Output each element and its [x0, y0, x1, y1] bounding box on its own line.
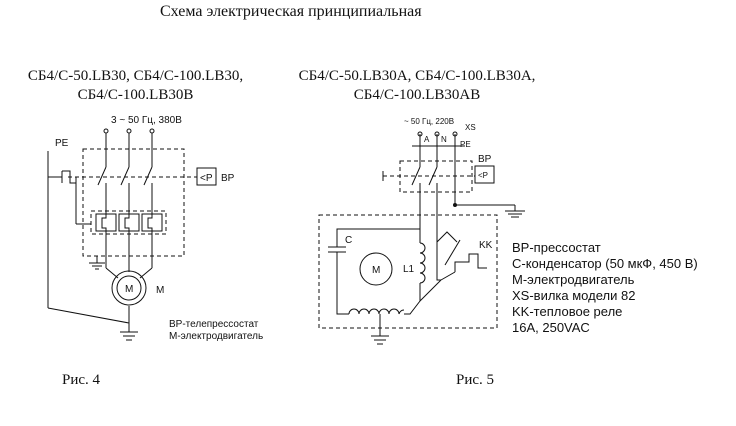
- right-winding-label: L1: [403, 264, 415, 275]
- right-phase-a-label: A: [424, 135, 430, 144]
- right-motor-enclosure: [318, 214, 498, 329]
- right-motor-icon: [359, 252, 393, 286]
- right-motor-symbol: M: [372, 265, 380, 276]
- left-pressure-switch-box: [196, 167, 217, 186]
- right-winding-bottom-icon: [348, 308, 405, 336]
- left-models-line1: СБ4/С-50.LB30, СБ4/С-100.LB30,: [27, 68, 244, 84]
- left-overload-relay: [90, 210, 167, 235]
- left-switch-contacts: [97, 133, 153, 212]
- left-models-line2: СБ4/С-100.LB30В: [77, 87, 194, 103]
- right-models-line2: СБ4/С-100.LB30AB: [353, 87, 481, 103]
- figure-5-caption: Рис. 5: [456, 372, 495, 388]
- left-pe-label: PE: [55, 138, 69, 149]
- right-legend-line3: M-электродвигатель: [512, 272, 635, 287]
- left-motor-symbol: M: [125, 284, 133, 295]
- left-main-ground-icon: [120, 331, 138, 341]
- right-legend-line5: KK-тепловое реле: [512, 304, 622, 319]
- page-title: Схема электрическая принципиальная: [160, 3, 422, 20]
- figure-4-caption: Рис. 4: [62, 372, 101, 388]
- left-legend-line2: M-электродвигатель: [169, 331, 263, 342]
- right-winding-l1-icon: [404, 229, 426, 315]
- right-xs-label: XS: [465, 123, 476, 132]
- left-circuit: [47, 128, 217, 341]
- left-supply-label: 3 ~ 50 Гц, 380В: [111, 115, 182, 126]
- left-switch-enclosure: [82, 148, 185, 257]
- right-relay-label: KK: [479, 240, 493, 251]
- right-pe-ground-icon: [505, 210, 525, 218]
- right-pressure-switch-box: [474, 165, 495, 184]
- right-motor-ground-icon: [371, 335, 389, 345]
- right-thermal-relay-icon: [419, 231, 487, 302]
- right-phase-n-label: N: [441, 135, 447, 144]
- right-pe-conductor: [453, 151, 516, 211]
- right-legend-line2: С-конденсатор (50 мкФ, 450 В): [512, 256, 698, 271]
- right-capacitor-label: C: [345, 235, 352, 246]
- right-circuit: [318, 131, 525, 345]
- right-models-line1: СБ4/С-50.LB30A, СБ4/С-100.LB30A,: [298, 68, 536, 84]
- left-pressure-symbol: <P: [200, 173, 213, 184]
- left-supply-terminals: [103, 128, 155, 134]
- left-legend-line1: BP-телепрессостат: [169, 319, 259, 330]
- right-pe-label: PE: [460, 140, 471, 149]
- left-pe-conductor: [47, 151, 130, 332]
- right-bp-label: BP: [478, 154, 492, 165]
- right-models-title: СБ4/С-50.LB30A, СБ4/С-100.LB30A, СБ4/С-1…: [288, 67, 546, 105]
- right-capacitor-icon: [328, 228, 420, 315]
- left-models-title: СБ4/С-50.LB30, СБ4/С-100.LB30, СБ4/С-100…: [18, 67, 253, 105]
- right-legend-line1: BP-прессостат: [512, 240, 601, 255]
- right-legend-line6: 16A, 250VAC: [512, 320, 590, 335]
- left-bp-label: BP: [221, 173, 235, 184]
- left-motor-label: M: [156, 285, 164, 296]
- right-switch-contacts: [411, 151, 438, 242]
- left-enclosure-ground-icon: [89, 256, 105, 270]
- left-motor-icon: [111, 270, 147, 306]
- right-legend-line4: XS-вилка модели 82: [512, 288, 635, 303]
- right-pressure-symbol: <P: [478, 171, 488, 180]
- right-supply-label: ~ 50 Гц, 220В: [404, 117, 454, 126]
